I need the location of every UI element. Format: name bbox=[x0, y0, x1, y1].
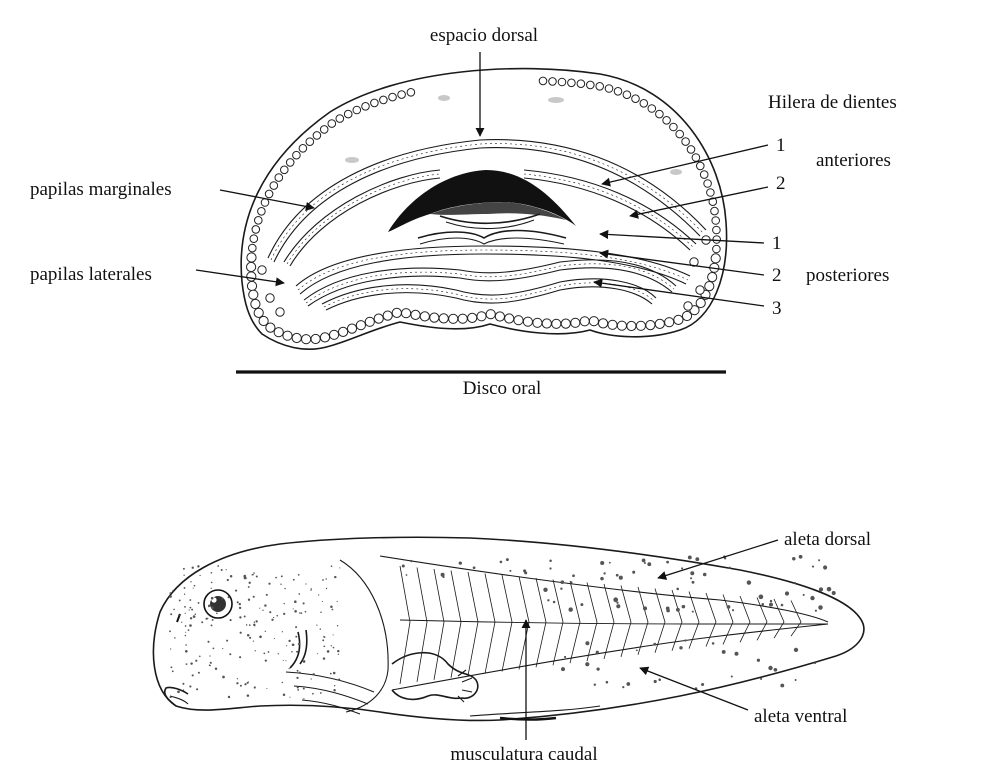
hind-limb bbox=[392, 653, 478, 702]
label-posterior-3: 3 bbox=[772, 298, 782, 319]
label-dorsal-space: espacio dorsal bbox=[430, 25, 538, 46]
label-anterior-group: anteriores bbox=[816, 150, 891, 171]
tadpole-outline bbox=[153, 537, 863, 720]
label-caudal-musculature: musculatura caudal bbox=[450, 744, 597, 765]
label-tooth-rows-header: Hilera de dientes bbox=[768, 92, 897, 113]
label-dorsal-fin: aleta dorsal bbox=[784, 529, 871, 550]
caudal-musculature bbox=[380, 556, 828, 690]
label-oral-disc-caption: Disco oral bbox=[463, 378, 542, 399]
eye bbox=[204, 590, 232, 618]
label-posterior-group: posteriores bbox=[806, 265, 889, 286]
label-anterior-2: 2 bbox=[776, 173, 786, 194]
label-posterior-1: 1 bbox=[772, 233, 782, 254]
label-anterior-1: 1 bbox=[776, 135, 786, 156]
tadpole-diagram bbox=[153, 537, 863, 720]
label-posterior-2: 2 bbox=[772, 265, 782, 286]
label-ventral-fin: aleta ventral bbox=[754, 706, 847, 727]
label-lateral-papillae: papilas laterales bbox=[30, 264, 152, 285]
posterior-tooth-rows bbox=[296, 246, 690, 310]
label-marginal-papillae: papilas marginales bbox=[30, 179, 172, 200]
oral-disc-diagram bbox=[236, 69, 727, 372]
